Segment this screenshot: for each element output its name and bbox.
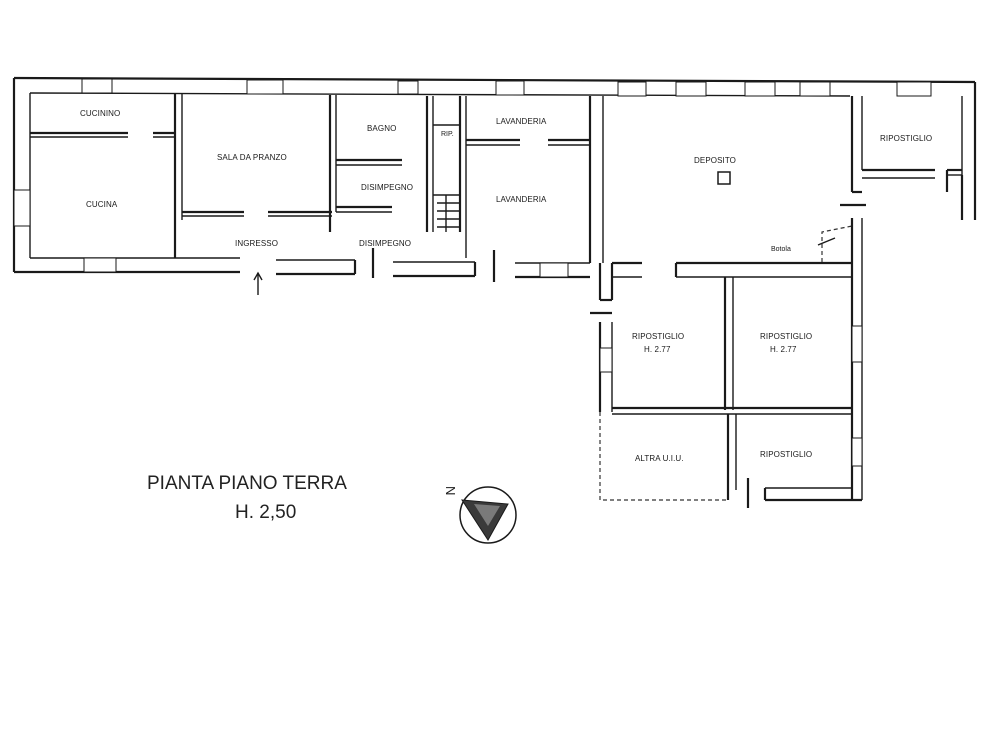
label-botola: Botola: [771, 246, 791, 253]
room-labels: CUCININO CUCINA SALA DA PRANZO BAGNO RIP…: [80, 109, 932, 463]
label-cucinino: CUCININO: [80, 109, 120, 118]
label-ripostiglio-4: RIPOSTIGLIO: [760, 450, 812, 459]
label-deposito: DEPOSITO: [694, 156, 736, 165]
interior-walls: [30, 93, 962, 315]
label-ripostiglio-1: RIPOSTIGLIO: [880, 134, 932, 143]
plan-height: H. 2,50: [235, 502, 296, 523]
door-marks: [253, 248, 496, 295]
label-bagno: BAGNO: [367, 124, 396, 133]
label-rip: RIP.: [441, 131, 454, 138]
label-ripostiglio-3-height: H. 2.77: [770, 345, 797, 354]
label-disimpegno-1: DISIMPEGNO: [361, 183, 413, 192]
label-ripostiglio-2: RIPOSTIGLIO: [632, 332, 684, 341]
outer-walls: [12, 76, 977, 279]
label-sala-da-pranzo: SALA DA PRANZO: [217, 153, 287, 162]
lower-block-walls: [598, 218, 863, 508]
label-lavanderia-1: LAVANDERIA: [496, 117, 547, 126]
compass-letter: N: [443, 486, 458, 496]
label-ingresso: INGRESSO: [235, 239, 278, 248]
label-cucina: CUCINA: [86, 200, 118, 209]
windows-top: [13, 78, 932, 278]
plan-title: PIANTA PIANO TERRA: [147, 473, 347, 494]
label-lavanderia-2: LAVANDERIA: [496, 195, 547, 204]
label-altra-uiu: ALTRA U.I.U.: [635, 454, 684, 463]
label-ripostiglio-3: RIPOSTIGLIO: [760, 332, 812, 341]
label-ripostiglio-2-height: H. 2.77: [644, 345, 671, 354]
label-disimpegno-2: DISIMPEGNO: [359, 239, 411, 248]
compass-icon: N: [443, 486, 517, 544]
